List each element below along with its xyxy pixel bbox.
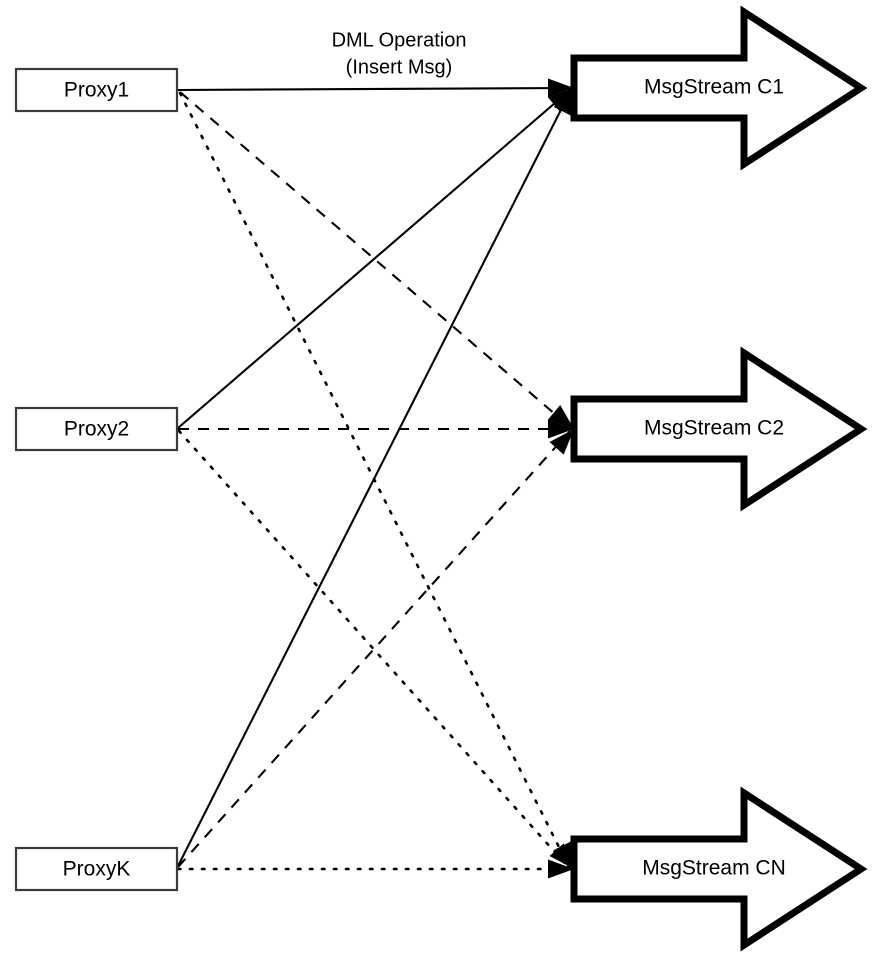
edge-proxyk-to-c1 bbox=[177, 91, 571, 867]
proxy-node-proxy2[interactable]: Proxy2 bbox=[14, 406, 179, 452]
proxy-box-proxy1 bbox=[14, 67, 179, 113]
arrow-head-icon-head-c2-a bbox=[547, 405, 574, 429]
edge-proxy1-to-c2 bbox=[179, 91, 571, 428]
edge-proxy2-to-c1 bbox=[177, 89, 571, 429]
stream-label-stream-c2: MsgStream C2 bbox=[644, 417, 784, 440]
stream-label-stream-cn: MsgStream CN bbox=[642, 857, 786, 880]
proxy-label-proxy1: Proxy1 bbox=[64, 79, 129, 102]
proxy-box-proxy2 bbox=[14, 406, 179, 452]
arrow-head-icon-head-c2-c bbox=[549, 429, 574, 455]
proxy-label-proxy2: Proxy2 bbox=[64, 418, 129, 441]
streams-layer: MsgStream C1 MsgStream C2 MsgStream CN bbox=[570, 5, 868, 952]
block-arrow-icon-stream-c1 bbox=[570, 5, 868, 171]
edge-annotation-group: DML Operation (Insert Msg) bbox=[332, 29, 467, 78]
edges-layer bbox=[176, 86, 571, 871]
stream-label-stream-c1: MsgStream C1 bbox=[644, 76, 784, 99]
arrow-head-icon-head-cn-b bbox=[549, 843, 574, 869]
proxy-label-proxyk: ProxyK bbox=[63, 858, 131, 881]
arrow-head-icon-head-c1-b bbox=[547, 88, 574, 112]
block-arrow-icon-stream-cn bbox=[570, 786, 868, 952]
dml-operation-label-line2: (Insert Msg) bbox=[346, 56, 453, 78]
edge-proxyk-to-c2 bbox=[177, 430, 571, 868]
proxy-box-proxyk bbox=[14, 846, 179, 892]
stream-node-stream-c1[interactable]: MsgStream C1 bbox=[570, 5, 868, 171]
stream-node-stream-cn[interactable]: MsgStream CN bbox=[570, 786, 868, 952]
arrow-head-icon-head-c2-b bbox=[548, 419, 574, 439]
proxy-node-proxyk[interactable]: ProxyK bbox=[14, 846, 179, 892]
arrow-head-icon-head-cn-c bbox=[548, 859, 574, 879]
dml-operation-label-line1: DML Operation bbox=[332, 29, 467, 51]
arrow-head-icon-head-c1-c bbox=[553, 88, 574, 116]
arrowheads-layer bbox=[547, 78, 574, 879]
proxy-node-proxy1[interactable]: Proxy1 bbox=[14, 67, 179, 113]
block-arrow-icon-stream-c2 bbox=[570, 346, 868, 512]
arrow-head-icon-head-c1-a bbox=[548, 78, 574, 98]
edge-proxy2-to-cn bbox=[177, 429, 571, 870]
stream-node-stream-c2[interactable]: MsgStream C2 bbox=[570, 346, 868, 512]
edge-proxy1-to-c1 bbox=[177, 86, 571, 92]
